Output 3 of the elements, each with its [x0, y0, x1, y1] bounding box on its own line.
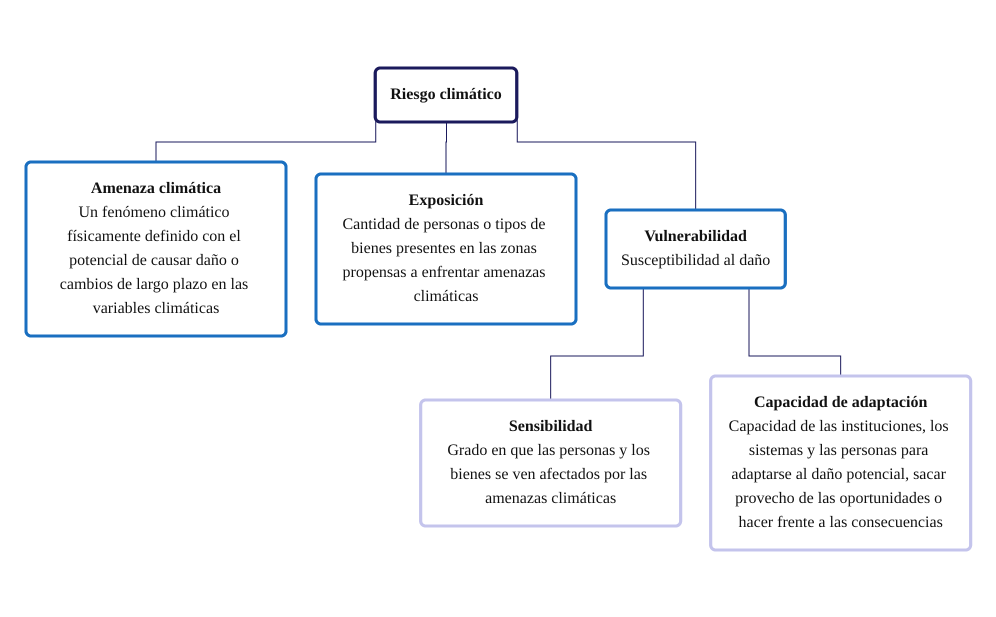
- connector: [748, 288, 842, 376]
- connector: [550, 288, 644, 400]
- connector: [445, 122, 447, 174]
